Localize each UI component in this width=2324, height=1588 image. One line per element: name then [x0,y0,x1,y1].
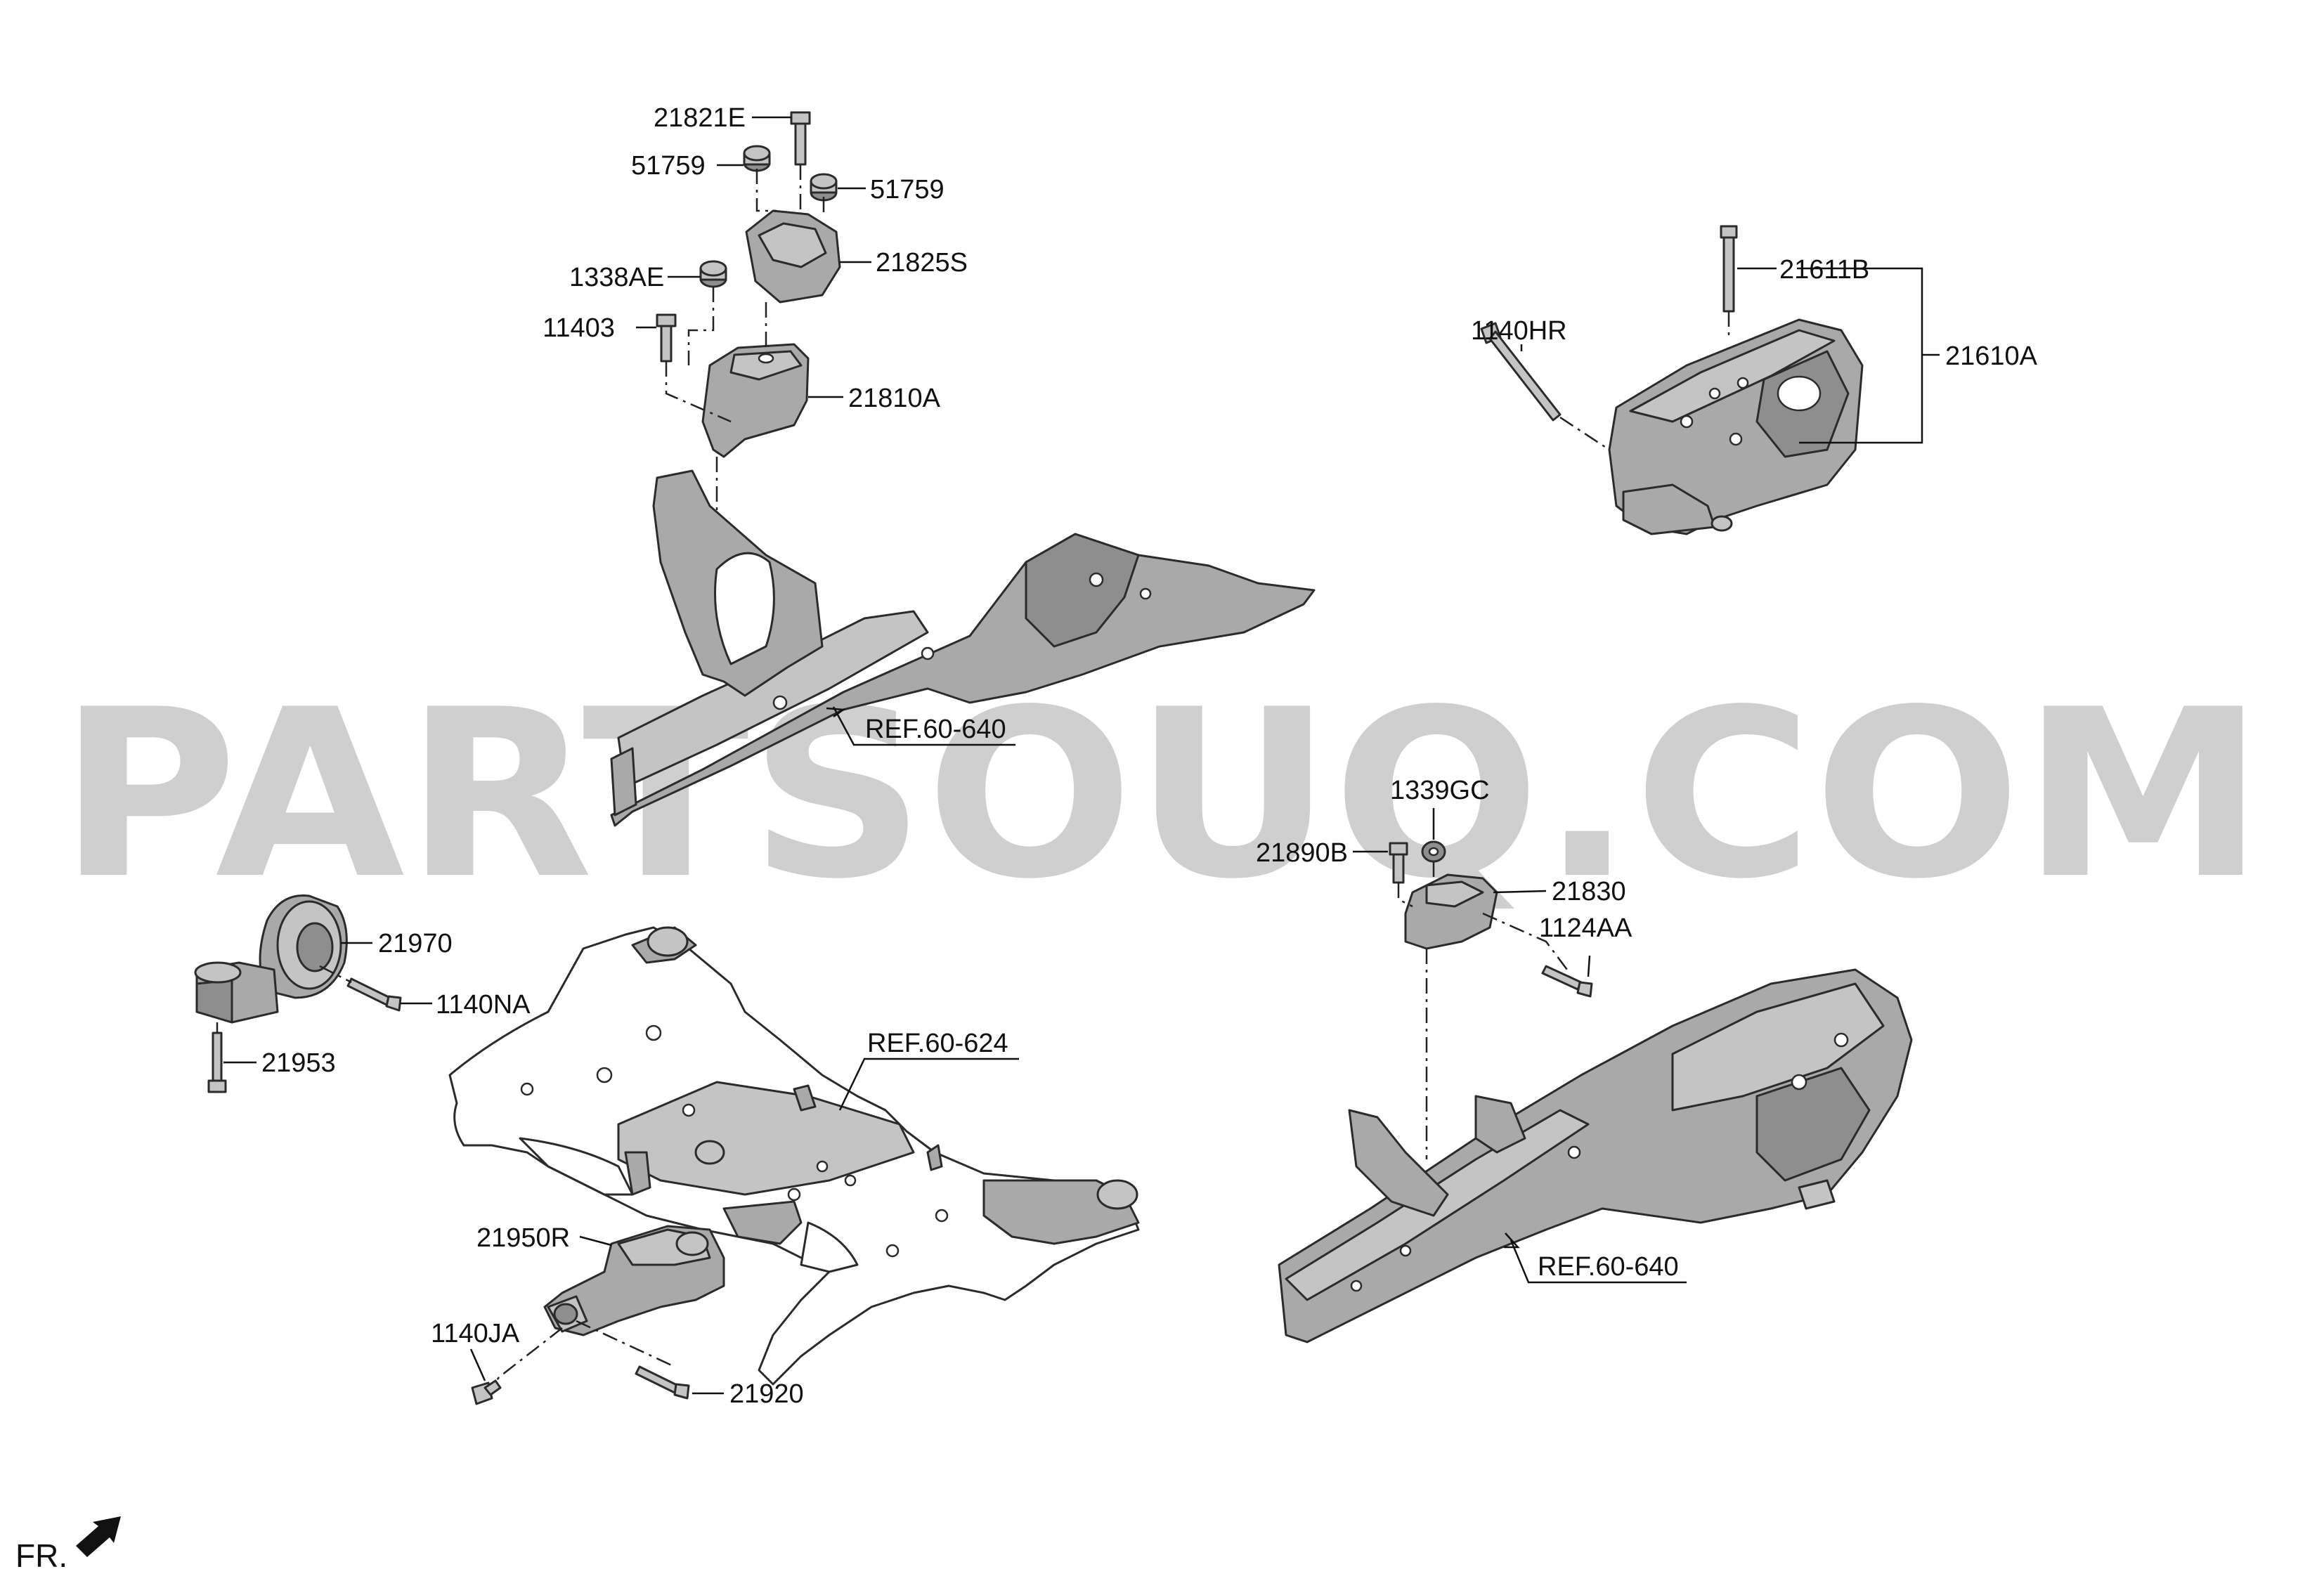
bolt-21953[interactable] [207,1031,227,1093]
callout-21920[interactable]: 21920 [729,1379,804,1409]
bolt-21920[interactable] [635,1365,690,1400]
nut-1339gc[interactable] [1421,840,1446,863]
callout-21953[interactable]: 21953 [261,1048,336,1078]
bolt-1140hr[interactable] [1480,322,1562,422]
callout-1140ja[interactable]: 1140JA [431,1319,520,1348]
callout-ref-60-640-bottom[interactable]: REF.60-640 [1538,1252,1679,1282]
watermark: PARTSOUQ.COM [58,660,2265,930]
callout-1338ae[interactable]: 1338AE [569,263,664,292]
bolt-1140ja[interactable] [471,1379,502,1405]
engine-mount-assembly [610,111,1316,827]
callout-21821e[interactable]: 21821E [654,103,746,133]
bolt-21821e[interactable] [790,111,811,166]
left-mount-assembly [1278,840,1913,1343]
nut-51759-right[interactable] [810,173,838,202]
callout-1339gc[interactable]: 1339GC [1390,776,1490,805]
callout-ref-60-640-top[interactable]: REF.60-640 [865,715,1006,744]
callout-21950r[interactable]: 21950R [476,1223,570,1253]
front-orientation-marker: FR. [15,1516,121,1574]
leader-lines [223,116,1940,1395]
callout-51759-right[interactable]: 51759 [870,175,944,204]
callout-21611b[interactable]: 21611B [1779,255,1869,285]
rear-roll-mount-assembly [471,1225,725,1405]
callout-21830[interactable]: 21830 [1552,877,1626,906]
bolt-1140na[interactable] [346,977,402,1012]
stud-21611b[interactable] [1720,225,1738,313]
callout-11403[interactable]: 11403 [543,313,615,343]
callout-51759-left[interactable]: 51759 [631,151,706,181]
roll-rod-bushing-assembly [194,894,402,1093]
bolt-11403[interactable] [656,313,677,363]
callout-21610a[interactable]: 21610A [1945,341,2038,371]
front-side-member-upper [610,533,1316,827]
arrow-icon [76,1516,121,1557]
front-label: FR. [15,1537,67,1574]
nut-51759-left[interactable] [743,145,771,172]
callout-1140na[interactable]: 1140NA [436,990,531,1020]
transmission-bracket-assembly [1480,225,1864,535]
callout-1124aa[interactable]: 1124AA [1539,913,1632,943]
callout-1140hr[interactable]: 1140HR [1471,316,1567,346]
callout-21810a[interactable]: 21810A [848,384,941,413]
bolt-1124aa[interactable] [1541,965,1593,998]
callout-21825s[interactable]: 21825S [876,248,968,278]
bolt-21890b[interactable] [1389,842,1408,884]
nut-1338ae[interactable] [699,260,727,288]
callout-21890b[interactable]: 21890B [1256,838,1348,868]
callout-labels: 21821E 51759 51759 1338AE 21825S 11403 2… [261,103,2038,1409]
callout-ref-60-624[interactable]: REF.60-624 [867,1029,1008,1058]
callout-21970[interactable]: 21970 [378,929,453,958]
